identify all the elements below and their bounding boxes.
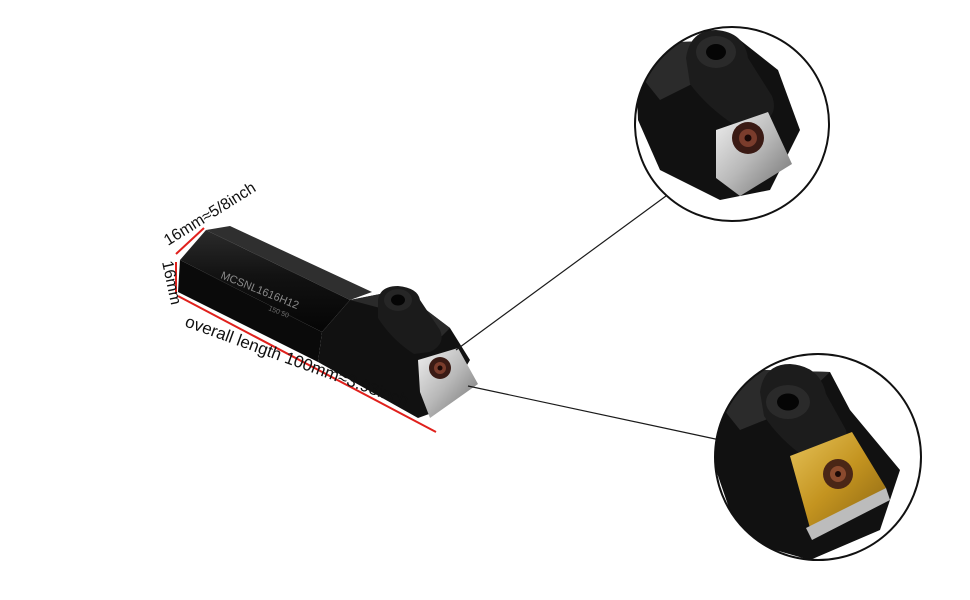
leader-line-bottom: [467, 385, 721, 441]
zoom-detail-seat: [634, 26, 830, 222]
width-dimension-line: [175, 227, 205, 255]
leader-line-top: [455, 195, 667, 351]
zoom-detail-insert: [714, 353, 922, 561]
clamp-screw-icon: [378, 286, 442, 354]
dimension-lines: [175, 227, 437, 433]
carbide-insert-icon: [429, 357, 451, 379]
length-dimension-line: [177, 295, 437, 433]
tool-holder: MCSNL1616H12 150 50: [178, 226, 478, 418]
